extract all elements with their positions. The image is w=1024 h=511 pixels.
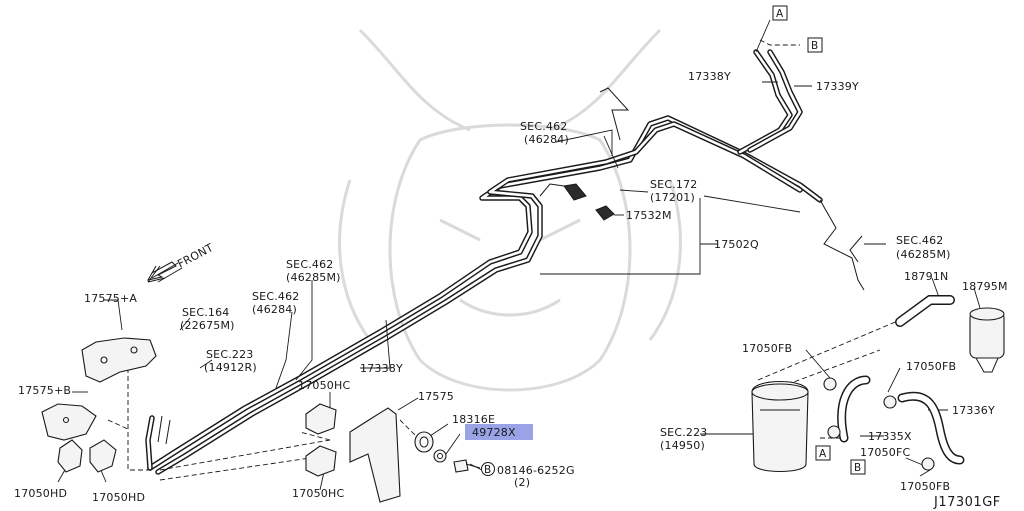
label-sec-223-right: SEC.223 [660,426,708,439]
label-18791n: 18791N [904,270,948,283]
label-17532m: 17532M [626,209,672,222]
label-18795m: 18795M [962,280,1008,293]
svg-text:B: B [484,464,491,476]
ref-box-a-bottom: A [815,445,831,461]
bolt-callout: B 08146-6252G (2) [481,462,575,489]
highlight-49728x [465,424,533,440]
label-sec-462-d-ref: (46285M) [896,248,951,261]
bracket-17575-a [81,337,157,383]
label-sec-462-a: SEC.462 [286,258,334,271]
label-sec-223-right-ref: (14950) [660,439,705,452]
hose-18791n [895,295,955,327]
watermark-emblem [338,28,682,392]
label-17050fb-2: 17050FB [906,360,956,373]
reference-leaders [107,19,901,481]
label-17335x: 17335X [868,430,912,443]
clip-17050hc [305,403,337,477]
label-sec-462-b-ref: (46284) [252,303,297,316]
valve-18795m [969,307,1005,373]
svg-text:B: B [854,462,861,474]
svg-text:A: A [776,8,784,20]
canister-14950 [751,380,809,472]
label-17338y-top: 17338Y [688,70,731,83]
label-17575-b: 17575+B [18,384,71,397]
bolt-quantity: (2) [514,476,530,489]
label-sec-164: SEC.164 [182,306,230,319]
bracket-17575 [349,407,401,503]
label-sec-223-left-ref: (14912R) [204,361,257,374]
label-17338y-mid: 17338Y [360,362,403,375]
bracket-17575-b [41,403,97,441]
bolt-08146 [453,459,481,473]
label-sec-223-left: SEC.223 [206,348,254,361]
label-17050hd-2: 17050HD [92,491,145,504]
front-arrow: FRONT [147,241,216,283]
svg-text:B: B [811,40,818,52]
label-17336y: 17336Y [952,404,995,417]
label-18316e: 18316E [452,413,495,426]
fuel-pipe-bundle [145,49,865,475]
clip-49728x [433,449,447,463]
clamps-17050fb [823,377,935,471]
label-17575: 17575 [418,390,454,403]
label-sec-462-c: SEC.462 [520,120,568,133]
grommet-18316e [414,431,434,453]
bolt-part-number: 08146-6252G [497,464,575,477]
label-17050hc-2: 17050HC [292,487,344,500]
svg-text:A: A [819,448,827,460]
label-49728x: 49728X [472,426,516,439]
label-sec-462-d: SEC.462 [896,234,944,247]
label-sec-172-ref: (17201) [650,191,695,204]
label-17339y: 17339Y [816,80,859,93]
ref-box-b-bottom: B [850,459,866,475]
hose-17335x [837,375,871,443]
label-sec-462-a-ref: (46285M) [286,271,341,284]
label-sec-164-ref: (22675M) [180,319,235,332]
ref-box-a-top: A [772,5,788,21]
label-17575-a: 17575+A [84,292,137,305]
front-label: FRONT [175,241,215,271]
ref-box-b-top: B [807,37,823,53]
label-17050fb-1: 17050FB [742,342,792,355]
label-17050fc: 17050FC [860,446,911,459]
hose-17336y [897,391,965,465]
label-17050hd-1: 17050HD [14,487,67,500]
label-sec-172: SEC.172 [650,178,698,191]
label-17502q: 17502Q [714,238,759,251]
label-17050fb-3: 17050FB [900,480,950,493]
label-17050hc-1: 17050HC [298,379,350,392]
clip-17050hd-left [57,439,117,473]
label-sec-462-c-ref: (46284) [524,133,569,146]
diagram-id: J17301GF [933,495,1001,510]
label-sec-462-b: SEC.462 [252,290,300,303]
